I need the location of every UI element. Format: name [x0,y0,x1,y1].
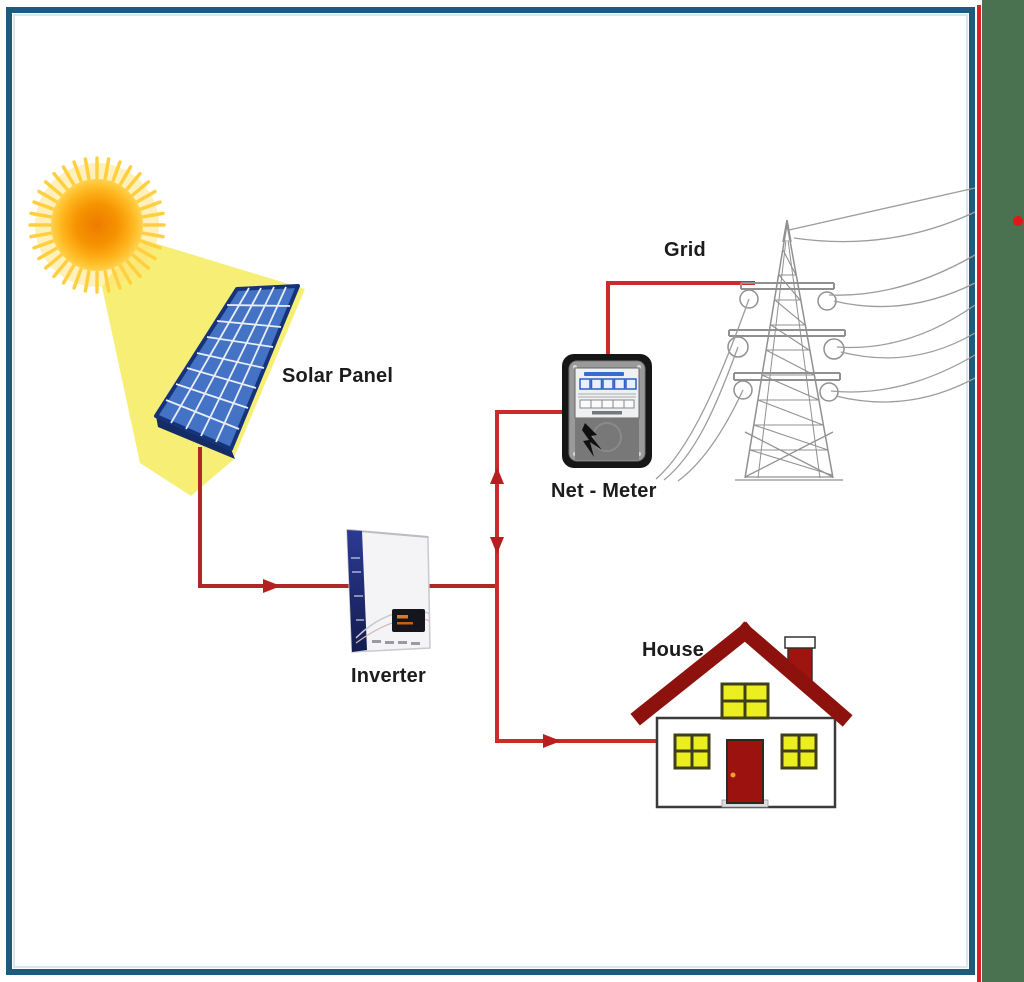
edge-green-strip [982,0,1024,982]
solar-panel-icon [154,284,300,459]
flow-arrows [263,467,561,748]
solar-panel-label: Solar Panel [282,365,394,387]
net-meter-icon [562,354,652,468]
roof [630,621,853,727]
house-label: House [642,639,705,661]
door [726,739,764,804]
wiring-red-lines [198,281,755,743]
sun-icon [28,156,166,294]
door-knob [730,772,736,778]
lightning-icon [582,423,602,457]
arrow-right-to-house [543,734,561,748]
red-dot-marker [1013,216,1023,226]
transmission-tower-icon [655,187,976,482]
upper-window [720,682,770,720]
arrow-up-to-meter [490,467,504,484]
arrow-down-from-meter [490,537,504,554]
frame-border [6,7,975,975]
house-icon [630,621,853,809]
edge-red-line [977,5,981,982]
inverter-icon [346,529,431,653]
right-window [780,733,818,770]
net-meter-label: Net - Meter [551,480,657,502]
grid-label: Grid [664,239,706,261]
arrow-right-to-inverter [263,579,281,593]
inverter-label: Inverter [351,665,426,687]
left-window [673,733,711,770]
